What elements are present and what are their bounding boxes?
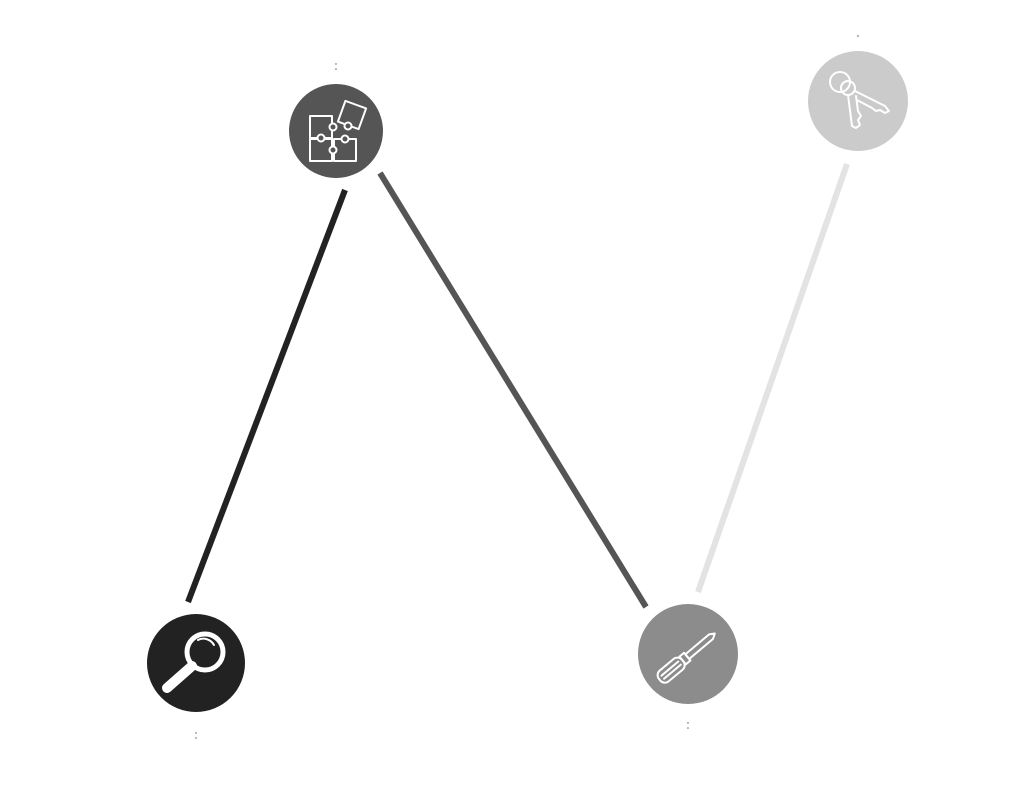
node-keys-label: . [856,24,860,40]
node-puzzle-circle [289,84,383,178]
node-tool-label: : [686,716,691,732]
node-search-label: : [194,726,199,742]
node-tool: : [638,604,738,732]
keys-icon [829,71,890,129]
screwdriver-icon [656,632,716,684]
puzzle-icon [309,99,368,162]
connector-puzzle-to-tool [377,171,649,609]
magnifier-icon [162,631,226,693]
connector-tool-to-keys [695,163,850,593]
node-tool-circle [638,604,738,704]
node-puzzle-label: : [334,57,339,73]
node-puzzle: : [289,57,383,178]
node-keys: . [808,24,908,151]
node-search: : [147,614,245,742]
connector-search-to-puzzle [185,188,348,604]
